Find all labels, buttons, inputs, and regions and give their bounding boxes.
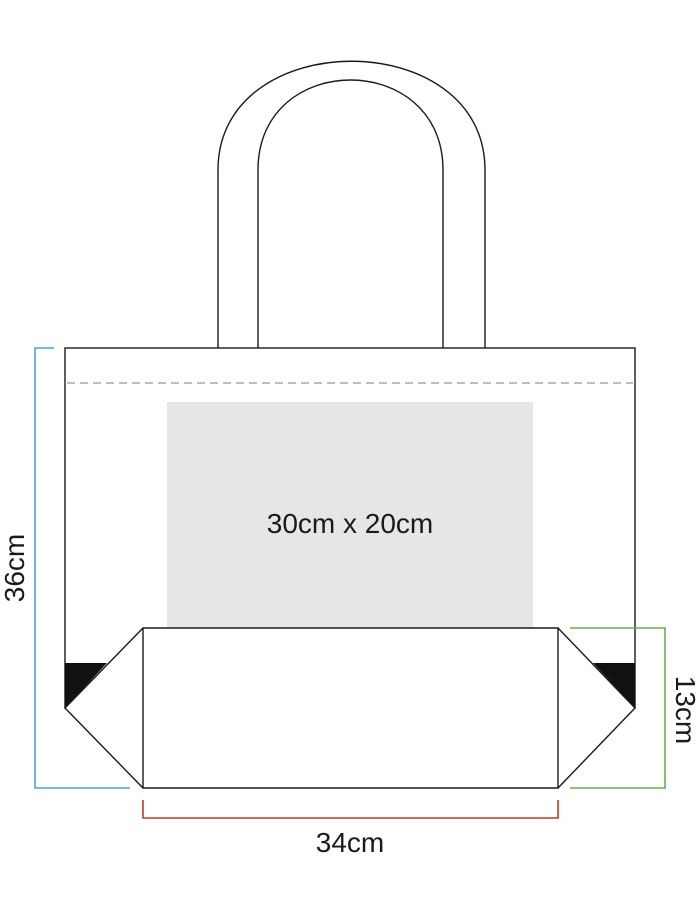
width-dimension-bracket — [142, 800, 559, 819]
gusset-label: 13cm — [670, 676, 700, 744]
bag-handle-outer — [217, 60, 486, 348]
height-dimension-bracket — [34, 347, 130, 789]
print-area — [167, 402, 533, 645]
bag-base-panel — [64, 627, 636, 789]
bag-handle-inner — [257, 79, 444, 348]
gusset-dimension-bracket — [570, 627, 666, 789]
height-label: 36cm — [0, 534, 30, 602]
width-label: 34cm — [316, 827, 384, 858]
print-area-label: 30cm x 20cm — [267, 508, 434, 539]
